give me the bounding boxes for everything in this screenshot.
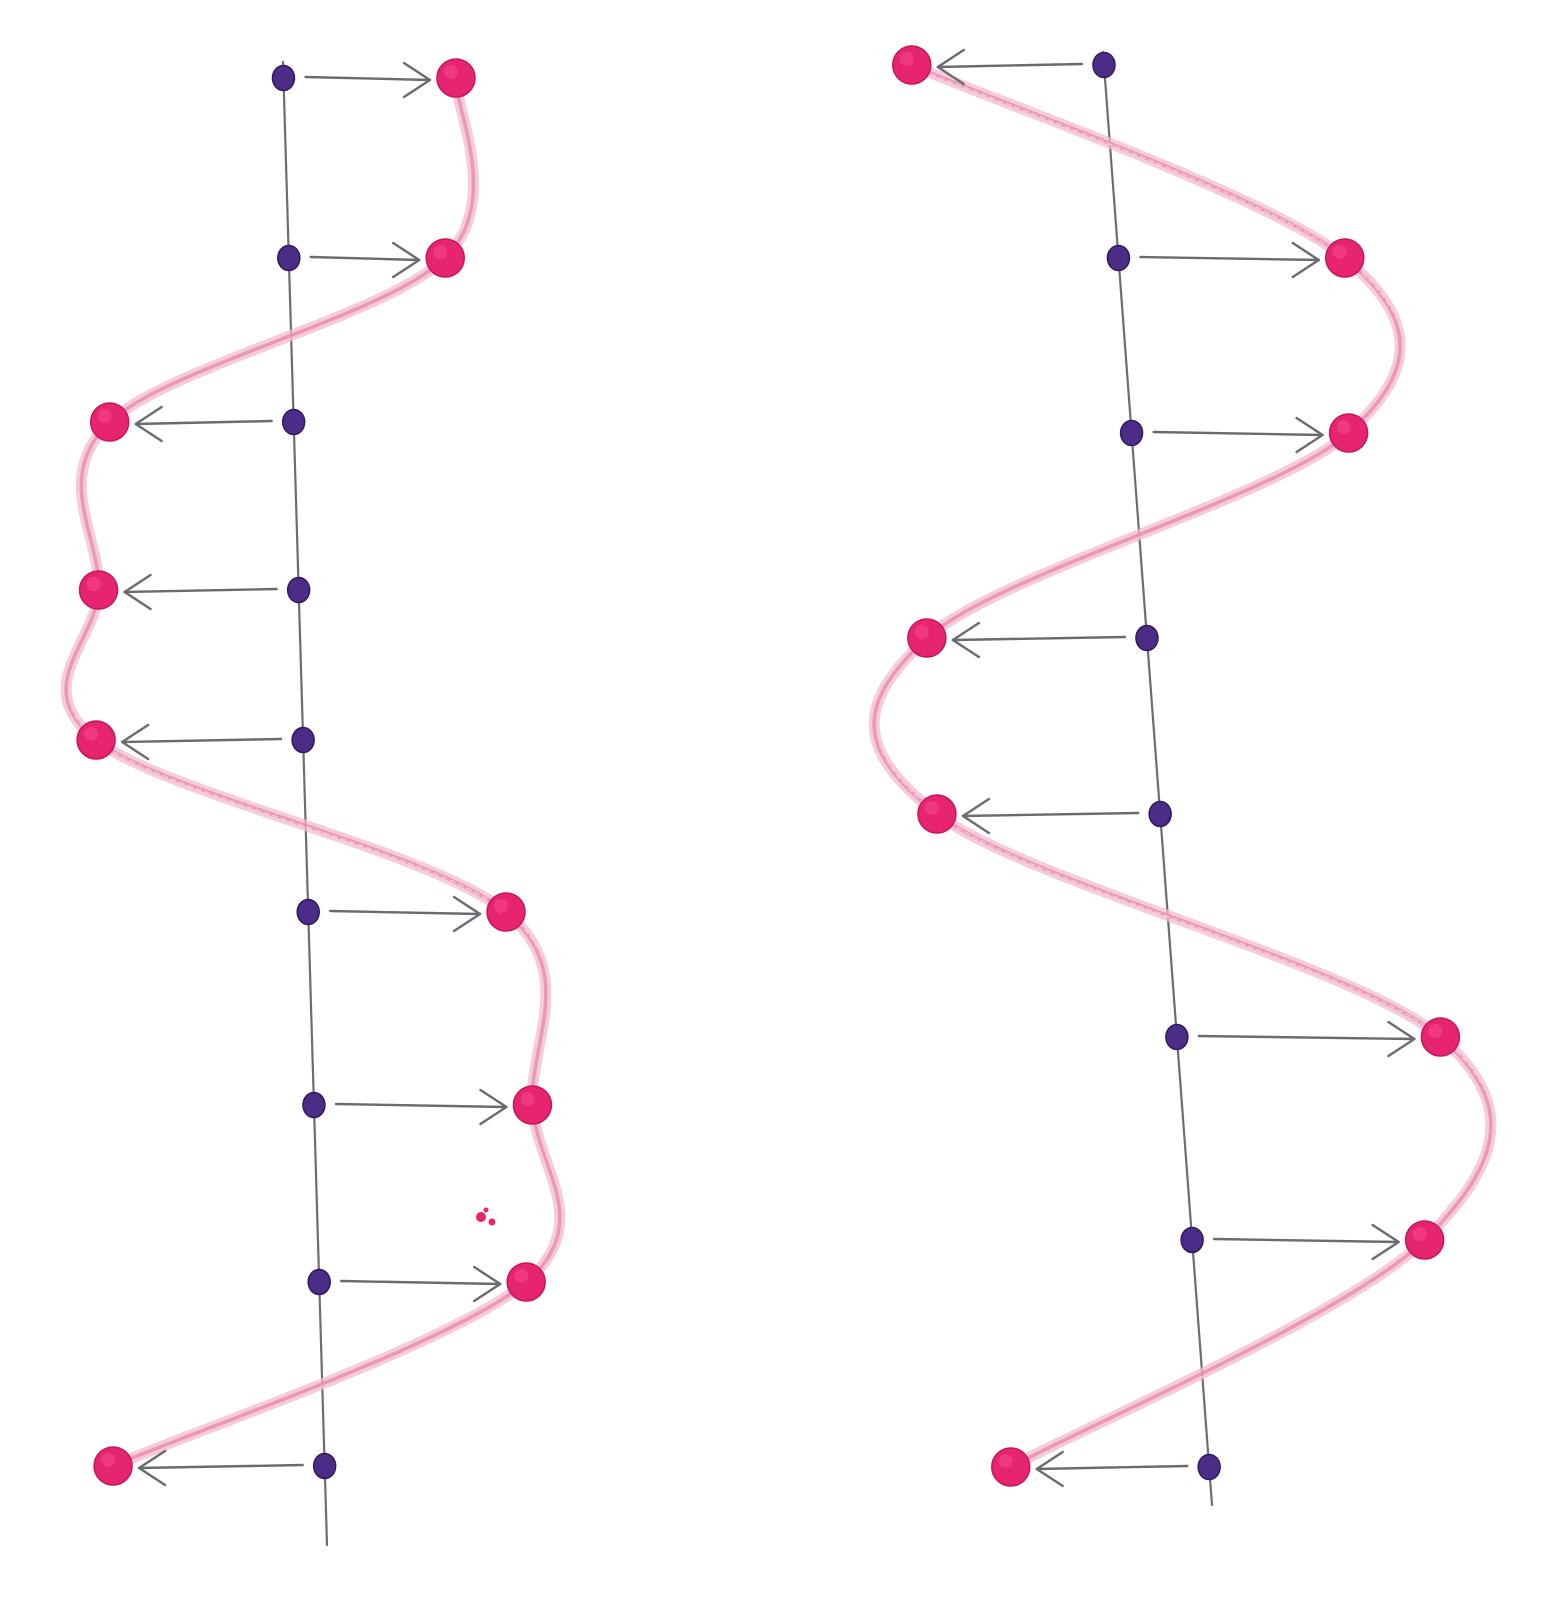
wave-curve-shadow bbox=[60, 72, 566, 1472]
rest-position-dot bbox=[296, 898, 320, 926]
displaced-position-dot bbox=[78, 570, 119, 610]
displacement-arrow bbox=[304, 61, 432, 99]
rest-position-dot bbox=[1180, 1226, 1204, 1254]
rest-position-dot bbox=[1119, 419, 1144, 447]
rest-position-dot bbox=[291, 726, 315, 754]
displacement-arrow bbox=[1212, 1223, 1400, 1261]
rest-position-dot bbox=[1135, 624, 1159, 652]
displacement-arrow bbox=[936, 48, 1084, 86]
rest-axis-line bbox=[281, 60, 329, 1547]
displaced-position-dot bbox=[1325, 238, 1365, 278]
left-panel bbox=[60, 58, 566, 1547]
displacement-arrow bbox=[1197, 1020, 1416, 1058]
displaced-position-dot bbox=[990, 1447, 1031, 1487]
rest-position-dot bbox=[277, 244, 301, 272]
displaced-position-dot bbox=[89, 402, 130, 442]
rest-position-dot bbox=[286, 576, 311, 604]
rest-position-dot bbox=[1092, 51, 1116, 79]
displaced-position-dot bbox=[436, 58, 476, 98]
wave-curve-texture bbox=[876, 66, 1495, 1470]
displaced-position-dot bbox=[512, 1085, 553, 1125]
rest-position-dot bbox=[1197, 1453, 1221, 1481]
displacement-arrow bbox=[334, 1088, 508, 1126]
displacement-arrow bbox=[961, 797, 1140, 835]
displacement-arrow bbox=[120, 723, 283, 761]
right-panel bbox=[868, 45, 1497, 1507]
displaced-position-dot bbox=[1420, 1017, 1461, 1057]
rest-position-dot bbox=[271, 64, 296, 92]
displaced-position-dot bbox=[907, 618, 947, 658]
rest-position-dot bbox=[312, 1452, 337, 1480]
displacement-arrow bbox=[1139, 241, 1320, 279]
displacement-arrow bbox=[1152, 416, 1324, 454]
wave-curve-shadow bbox=[868, 59, 1497, 1473]
displaced-position-dot bbox=[917, 794, 957, 834]
displaced-position-dot bbox=[486, 892, 526, 932]
displacement-arrow bbox=[309, 241, 421, 279]
rest-position-dot bbox=[307, 1268, 331, 1296]
rest-position-dot bbox=[1148, 800, 1172, 828]
displacement-arrow bbox=[951, 621, 1127, 659]
wave-curve bbox=[64, 76, 562, 1468]
stray-ink-mark bbox=[476, 1207, 496, 1226]
rest-position-dot bbox=[1165, 1023, 1189, 1051]
rest-axis-line bbox=[1101, 50, 1214, 1507]
rest-position-dot bbox=[281, 408, 306, 436]
displaced-position-dot bbox=[1404, 1220, 1445, 1260]
displaced-position-dot bbox=[1328, 413, 1369, 453]
displacement-arrow bbox=[137, 1449, 304, 1487]
rest-position-dot bbox=[302, 1091, 326, 1119]
displaced-position-dot bbox=[892, 45, 932, 85]
displacement-arrow bbox=[329, 895, 482, 933]
wave-curve-texture bbox=[68, 79, 564, 1469]
displaced-position-dot bbox=[506, 1262, 546, 1302]
rest-position-dot bbox=[1106, 244, 1131, 272]
displacement-arrow bbox=[123, 573, 278, 611]
displaced-position-dot bbox=[425, 238, 465, 278]
displacement-arrow bbox=[1035, 1450, 1189, 1488]
displaced-position-dot bbox=[76, 720, 116, 760]
displaced-position-dot bbox=[93, 1446, 133, 1486]
displacement-arrow bbox=[339, 1265, 502, 1303]
displacement-arrow bbox=[134, 405, 273, 443]
